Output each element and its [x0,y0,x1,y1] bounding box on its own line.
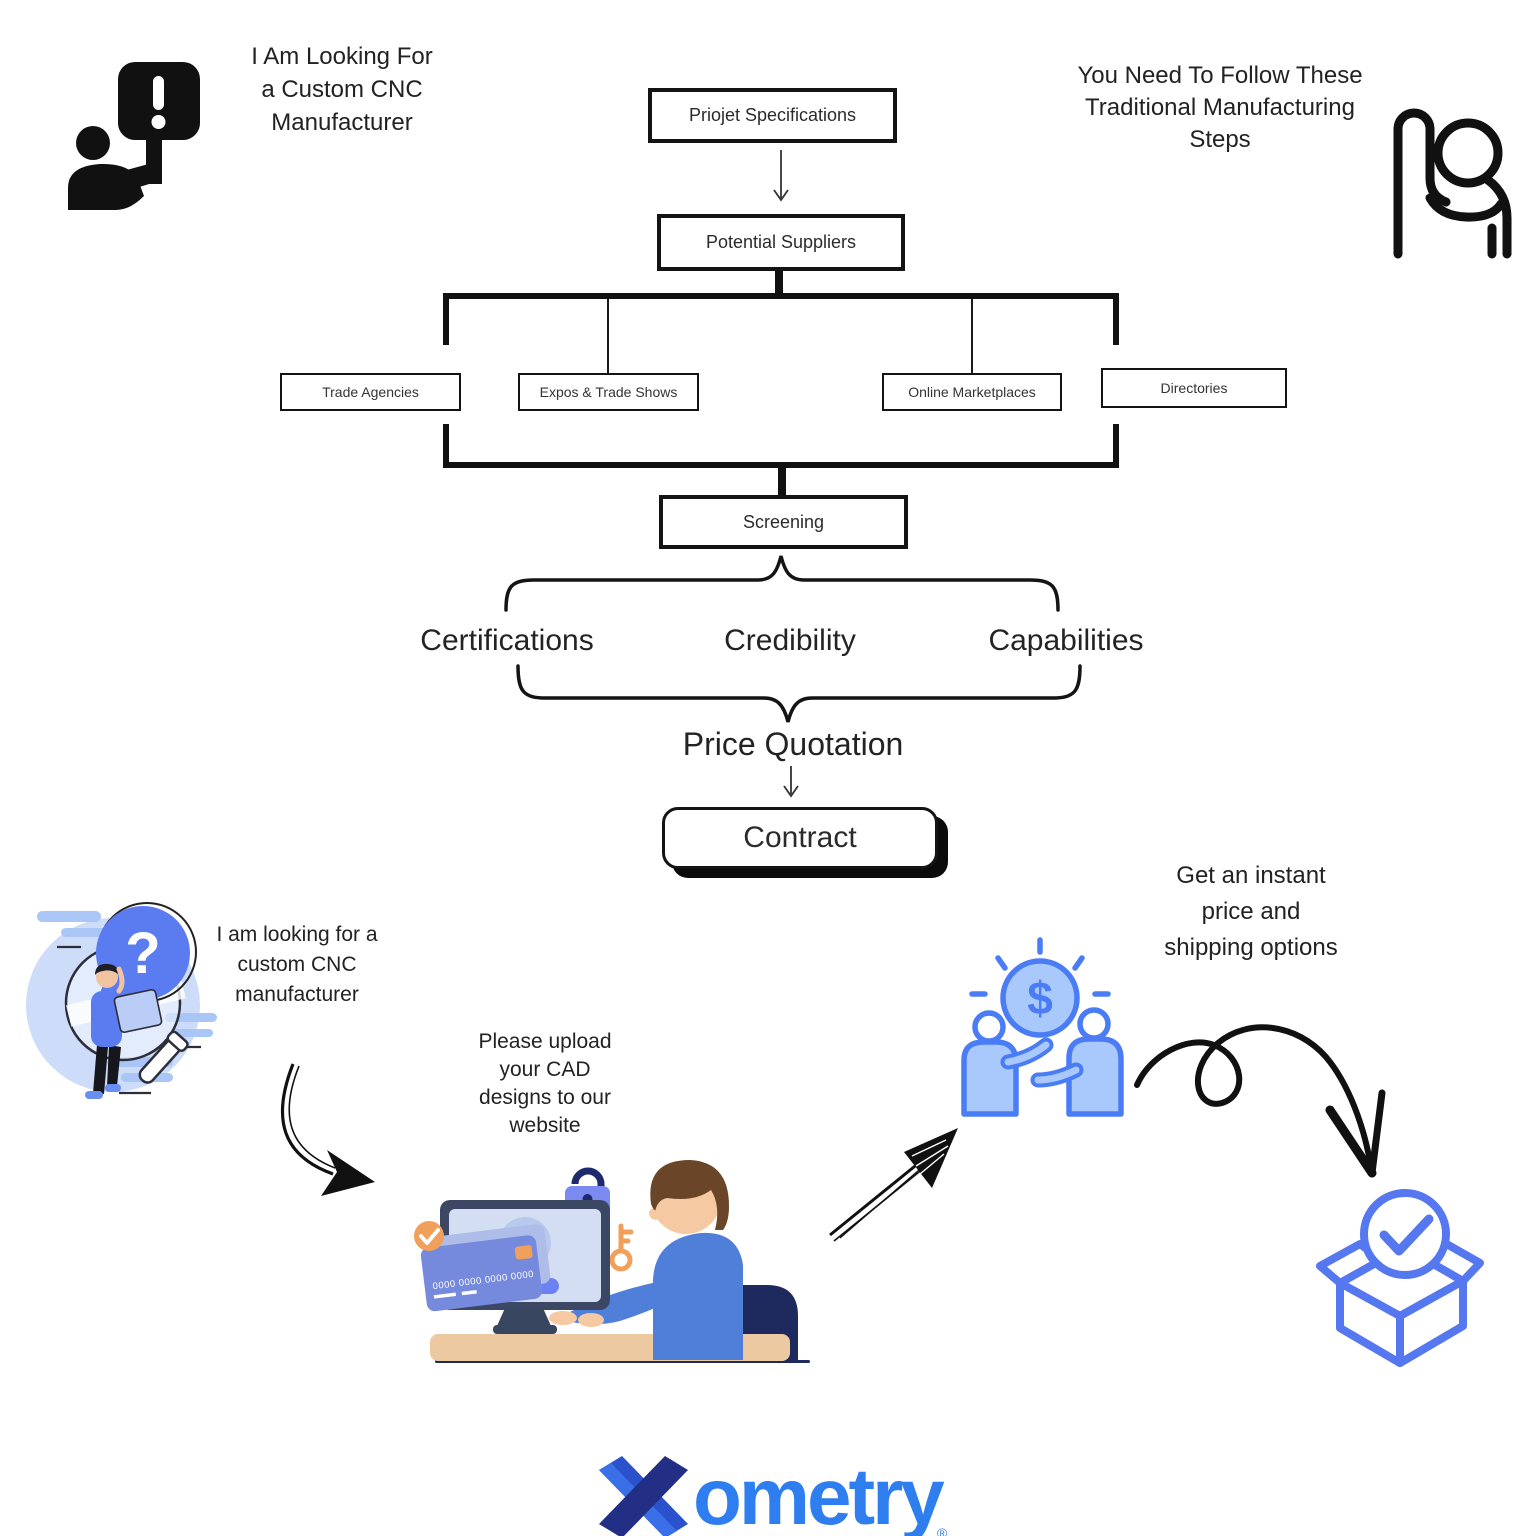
text-line: manufacturer [235,983,359,1006]
search-person-illustration: ? [26,902,217,1099]
text-line: Traditional Manufacturing [1085,94,1355,121]
price-quotation-label: Price Quotation [682,726,904,762]
text-line: Steps [1189,126,1251,153]
text-line: custom CNC [237,953,357,976]
text-line: Get an instant [1176,862,1326,889]
person-at-computer-illustration: Login 0000 0000 0000 0000 [414,1160,810,1363]
text-line: I am looking for a [216,923,378,946]
text-line: your CAD [499,1058,591,1081]
flow-box-directories: Directories [1101,368,1287,408]
flow-box-trade-agencies: Trade Agencies [280,373,461,411]
text-line: shipping options [1164,934,1338,961]
dollar-sign-glyph: $ [1027,972,1053,1024]
criterion-capabilities: Capabilities [988,624,1144,657]
box-check-icon [1316,1189,1484,1367]
curved-arrow-left [280,1063,375,1196]
text-line: You Need To Follow These [1077,62,1363,89]
xometry-logo: ometry ® [599,1452,948,1536]
left-person [961,1010,1054,1117]
credit-card: 0000 0000 0000 0000 [420,1224,551,1312]
instant-price-icon: $ [961,937,1124,1117]
flow-box-screening: Screening [659,495,908,549]
flow-box-project-specifications: Priojet Specifications [648,88,897,143]
person-exclamation-icon [68,62,200,210]
registered-mark: ® [937,1525,948,1536]
standing-person [85,963,163,1099]
text-line: a Custom CNC [261,76,423,103]
person-raising-hand-icon [1393,108,1512,259]
text-line: I Am Looking For [251,43,433,70]
key-icon [609,1223,634,1272]
check-badge-icon [414,1221,444,1251]
flow-box-potential-suppliers: Potential Suppliers [657,214,905,271]
instant-price-text: Get an instant price and shipping option… [1101,858,1401,966]
flow-box-expos-trade-shows: Expos & Trade Shows [518,373,699,411]
question-mark-glyph: ? [125,921,160,986]
right-person [1030,1007,1124,1117]
heading-looking-for: I Am Looking For a Custom CNC Manufactur… [197,40,487,139]
heading-traditional-steps: You Need To Follow These Traditional Man… [1055,60,1385,156]
text-line: Please upload [478,1030,612,1053]
text-line: price and [1201,898,1301,925]
contract-box: Contract [662,807,938,869]
text-line: designs to our [479,1086,611,1109]
criterion-certifications: Certifications [420,624,594,657]
logo-wordmark: ometry [693,1452,945,1536]
criterion-credibility: Credibility [724,624,856,657]
text-line: website [509,1114,581,1137]
flowchart-connectors [443,150,1119,798]
request-text: I am looking for a custom CNC manufactur… [187,920,407,1010]
seated-person [549,1160,743,1360]
sketch-arrow-center [829,1128,958,1242]
loop-arrow-right [1134,1024,1386,1178]
text-line: Manufacturer [271,109,413,136]
flow-box-online-marketplaces: Online Marketplaces [882,373,1062,411]
upload-text: Please upload your CAD designs to our we… [435,1028,655,1140]
